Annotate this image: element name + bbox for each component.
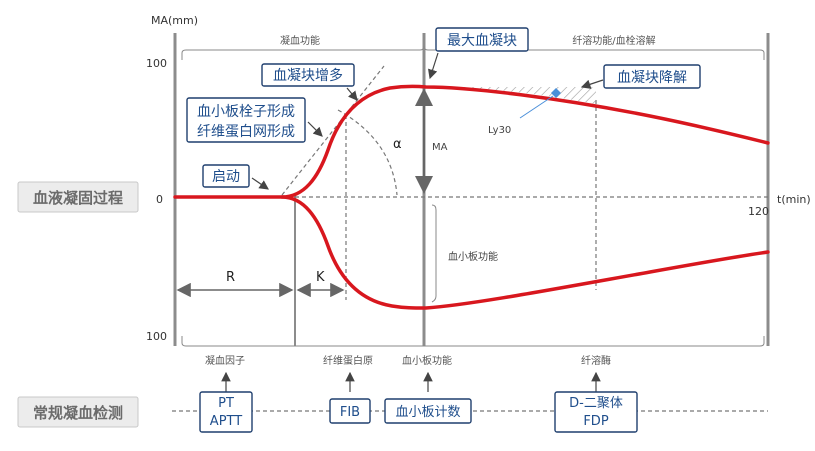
- clotting-process-label: 血液凝固过程: [33, 189, 123, 207]
- routine-tests-side-box: [17, 396, 139, 428]
- top-bracket: [181, 45, 765, 60]
- y-tick-bottom: 100: [146, 330, 167, 343]
- test-fib: FIB: [340, 405, 360, 420]
- fib-box: [329, 398, 371, 424]
- max-clot-callout-box: [435, 27, 529, 52]
- clotting-process-side-box: [17, 181, 139, 213]
- test-pt: PT: [218, 396, 234, 411]
- ma-label: MA: [432, 142, 448, 153]
- test-d-dimer: D-二聚体: [569, 396, 623, 411]
- d-dimer-fdp-box: [554, 391, 638, 433]
- pt-aptt-box: [199, 391, 253, 433]
- clot-decrease-text: 血凝块降解: [617, 70, 687, 86]
- test-platelet-count: 血小板计数: [395, 405, 460, 420]
- r-label: R: [226, 270, 235, 285]
- test-aptt: APTT: [210, 414, 242, 429]
- platelet-function-label: 血小板功能: [448, 250, 498, 263]
- clot-increase-callout-box: [261, 63, 355, 87]
- factor-platelet: 血小板功能: [402, 354, 452, 367]
- ly30-label: Ly30: [488, 125, 511, 136]
- platelet-plug-callout-arrow: [307, 121, 323, 137]
- platelet-plug-line1: 血小板栓子形成: [197, 104, 295, 120]
- ly30-marker-icon: [551, 88, 561, 98]
- platelet-count-box: [384, 398, 472, 424]
- clot-increase-text: 血凝块增多: [273, 67, 343, 84]
- ly30-leader-line: [519, 95, 554, 119]
- y-tick-top: 100: [146, 57, 167, 70]
- test-fdp: FDP: [583, 414, 608, 429]
- teg-lower-curve: [280, 195, 770, 310]
- routine-tests-label: 常规凝血检测: [33, 404, 123, 422]
- bottom-bracket: [181, 336, 765, 347]
- start-callout-arrow: [251, 177, 269, 190]
- max-clot-callout-arrow: [427, 52, 439, 80]
- teg-upper-curve: [173, 84, 770, 199]
- clot-decrease-callout-arrow: [580, 79, 604, 89]
- phase-coagulation: 凝血功能: [280, 34, 320, 47]
- factor-fibrinolytic: 纤溶酶: [581, 354, 611, 367]
- x-tick-120: 120: [748, 205, 769, 218]
- phase-fibrinolysis: 纤溶功能/血栓溶解: [572, 34, 655, 47]
- alpha-label: α: [393, 137, 402, 152]
- clot-increase-callout-arrow: [346, 87, 358, 101]
- factor-fibrinogen: 纤维蛋白原: [323, 354, 373, 367]
- y-tick-zero: 0: [156, 193, 163, 206]
- alpha-arc: [337, 109, 398, 196]
- factor-coag: 凝血因子: [205, 354, 245, 367]
- start-callout-box: [202, 164, 250, 188]
- start-callout-text: 启动: [212, 169, 240, 185]
- clot-decrease-callout-box: [603, 64, 701, 89]
- platelet-function-bracket: [431, 204, 437, 303]
- max-clot-text: 最大血凝块: [447, 33, 517, 49]
- y-axis-label: MA(mm): [151, 14, 198, 27]
- platelet-plug-line2: 纤维蛋白网形成: [197, 124, 295, 140]
- x-axis-label: t(min): [777, 193, 811, 206]
- k-label: K: [316, 270, 325, 285]
- platelet-plug-callout-box: [186, 97, 306, 143]
